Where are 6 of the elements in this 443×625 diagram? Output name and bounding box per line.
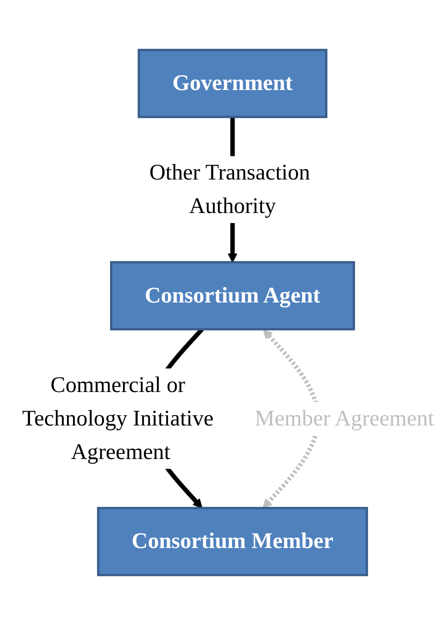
node-box: Government xyxy=(138,48,328,118)
edge-label: Commercial or Technology Initiative Agreement xyxy=(22,372,214,464)
node-box: Consortium Agent xyxy=(110,261,355,330)
node-box: Consortium Member xyxy=(97,506,368,576)
edge-label: Member Agreement xyxy=(254,406,434,431)
edge-label: Other Transaction Authority xyxy=(149,160,310,219)
